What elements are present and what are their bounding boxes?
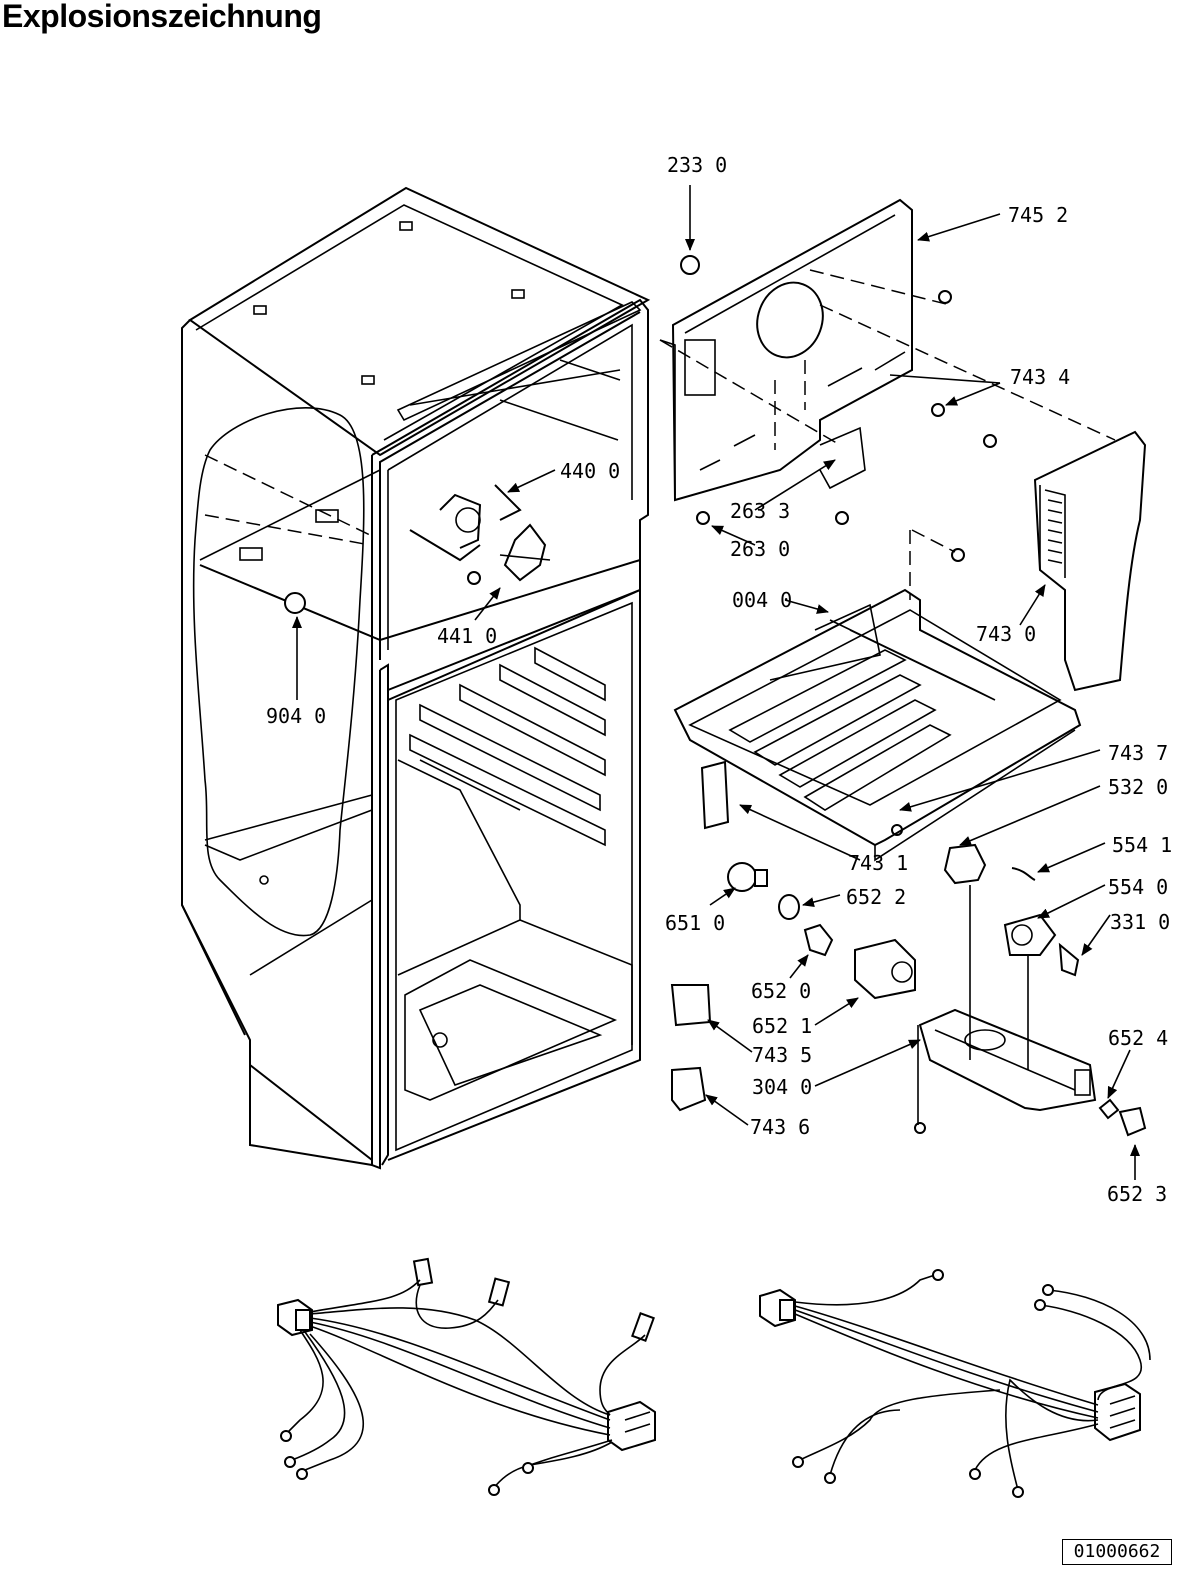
wiring-harness-right <box>759 1269 1151 1498</box>
grommet-233 <box>680 255 700 275</box>
label-554-1: 554 1 <box>1112 833 1172 857</box>
control-housing-304-0 <box>918 1008 1097 1112</box>
lamp-cover <box>1033 430 1147 692</box>
label-904-0: 904 0 <box>266 704 326 728</box>
switch-743-6 <box>671 1066 707 1112</box>
label-743-0: 743 0 <box>976 622 1036 646</box>
clip-652-4 <box>1098 1098 1120 1120</box>
label-532-0: 532 0 <box>1108 775 1168 799</box>
housing-652-1 <box>854 938 916 1000</box>
screws <box>696 290 997 1134</box>
wiring-harness-left <box>277 1257 656 1496</box>
label-441-0: 441 0 <box>437 624 497 648</box>
back-panel <box>659 198 1116 502</box>
evaporator-tray <box>673 588 1082 862</box>
label-331-0: 331 0 <box>1110 910 1170 934</box>
label-263-0: 263 0 <box>730 537 790 561</box>
label-743-5: 743 5 <box>752 1043 812 1067</box>
knob-532-0 <box>943 843 987 885</box>
label-745-2: 745 2 <box>1008 203 1068 227</box>
lamp-bulb <box>727 862 757 892</box>
part-labels: 233 0 745 2 743 4 440 0 263 3 263 0 004 … <box>266 153 1172 1206</box>
label-743-1: 743 1 <box>848 851 908 875</box>
label-304-0: 304 0 <box>752 1075 812 1099</box>
plug-904 <box>284 592 306 614</box>
page-title: Explosionszeichnung <box>2 0 322 34</box>
label-651-0: 651 0 <box>665 911 725 935</box>
document-id: 01000662 <box>1062 1539 1172 1565</box>
label-652-0: 652 0 <box>751 979 811 1003</box>
spring-554-1 <box>1011 867 1036 881</box>
label-233-0: 233 0 <box>667 153 727 177</box>
switch-743-5 <box>670 984 712 1027</box>
connector-743-1 <box>700 760 730 830</box>
thermostat-554-0 <box>1003 913 1080 977</box>
leader-lines <box>292 185 1140 1180</box>
socket-652-0 <box>803 923 834 957</box>
label-743-4: 743 4 <box>1010 365 1070 389</box>
label-652-1: 652 1 <box>752 1014 812 1038</box>
label-263-3: 263 3 <box>730 499 790 523</box>
plug-652-3 <box>1118 1106 1147 1137</box>
cabinet-body <box>181 186 651 1170</box>
label-652-4: 652 4 <box>1108 1026 1168 1050</box>
label-440-0: 440 0 <box>560 459 620 483</box>
label-652-2: 652 2 <box>846 885 906 909</box>
label-004-0: 004 0 <box>732 588 792 612</box>
insulation-foam <box>192 407 365 937</box>
label-652-3: 652 3 <box>1107 1182 1167 1206</box>
fan-motor-assembly <box>409 484 551 585</box>
label-554-0: 554 0 <box>1108 875 1168 899</box>
socket-652-2 <box>778 894 800 920</box>
label-743-7: 743 7 <box>1108 741 1168 765</box>
label-743-6: 743 6 <box>750 1115 810 1139</box>
